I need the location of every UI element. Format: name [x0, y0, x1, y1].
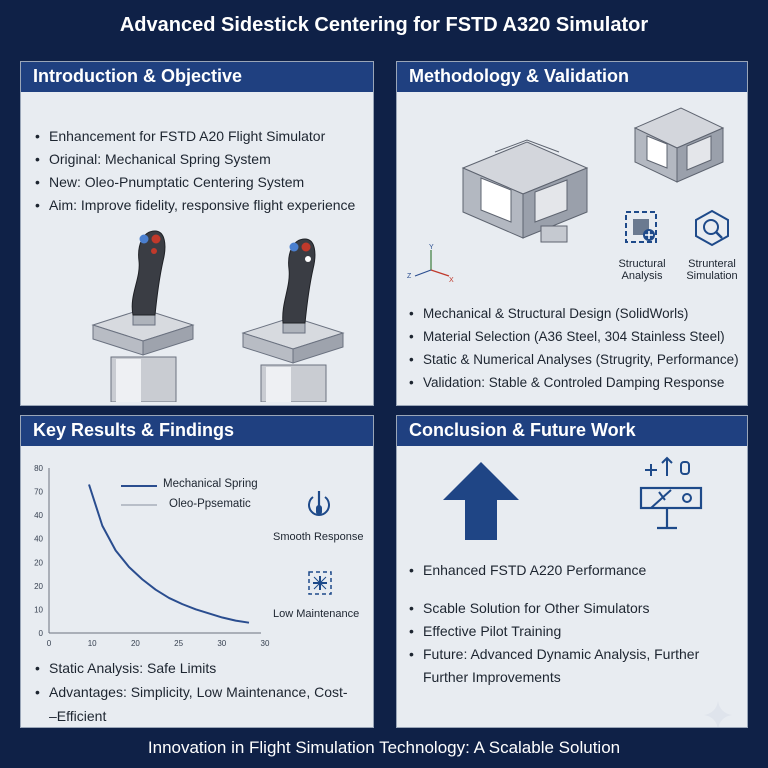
- intro-bullet: Enhancement for FSTD A20 Flight Simulato…: [35, 125, 355, 148]
- cad-assembly-image: [461, 139, 589, 243]
- y-tick-label: 40: [34, 535, 43, 544]
- y-tick-label: 20: [34, 558, 43, 567]
- x-tick-label: 30: [217, 639, 226, 648]
- results-heading: Key Results & Findings: [21, 416, 373, 446]
- y-tick-label: 40: [34, 511, 43, 520]
- sidestick-future-icon: [639, 456, 703, 530]
- y-tick-label: 70: [34, 488, 43, 497]
- intro-bullets: Enhancement for FSTD A20 Flight Simulato…: [35, 125, 355, 217]
- sidestick-right-image: [241, 238, 345, 402]
- x-tick-label: 25: [174, 639, 183, 648]
- method-bullet: Mechanical & Structural Design (SolidWor…: [409, 302, 739, 325]
- smooth-response-label: Smooth Response: [273, 531, 364, 543]
- y-tick-label: 20: [34, 582, 43, 591]
- conclusion-bullet: Enhanced FSTD A220 Performance: [409, 560, 699, 580]
- intro-bullet: Aim: Improve fidelity, responsive flight…: [35, 194, 355, 217]
- axis-triad-icon: Y X Z: [407, 244, 454, 284]
- smooth-response-icon: [308, 491, 330, 516]
- sparkle-icon: [704, 701, 732, 727]
- results-bullet: Advantages: Simplicity, Low Maintenance,…: [35, 680, 348, 727]
- chart-legend-swatches: [121, 485, 157, 506]
- conclusion-panel: Conclusion & Future Work Enhanced FSTD A…: [396, 415, 748, 728]
- x-tick-label: 20: [131, 639, 140, 648]
- results-bullet: Static Analysis: Safe Limits: [35, 658, 348, 678]
- y-tick-label: 0: [39, 629, 44, 638]
- y-tick-label: 10: [34, 605, 43, 614]
- method-bullets: Mechanical & Structural Design (SolidWor…: [409, 302, 739, 394]
- x-tick-label: 10: [88, 639, 97, 648]
- legend-label-oleo: Oleo-Ppsematic: [169, 498, 251, 510]
- intro-bullet: Original: Mechanical Spring System: [35, 148, 355, 171]
- conclusion-bullet: Future: Advanced Dynamic Analysis, Furth…: [409, 643, 699, 689]
- low-maintenance-label: Low Maintenance: [273, 608, 360, 620]
- results-chart: 80 70 40 40 20 20 10 0 0 10 20 25 30 30: [34, 464, 270, 648]
- x-tick-label: 0: [47, 639, 52, 648]
- axis-z-label: Z: [407, 273, 412, 280]
- simulation-label: Strunteral Simulation: [686, 258, 738, 282]
- sidestick-illustrations: [91, 230, 345, 402]
- intro-bullet: New: Oleo-Pnumptatic Centering System: [35, 171, 355, 194]
- conclusion-bullets: Enhanced FSTD A220 Performance Scable So…: [409, 560, 699, 689]
- structural-analysis-icon: [625, 211, 657, 243]
- low-maintenance-icon: [308, 571, 332, 595]
- method-bullet: Validation: Stable & Controled Damping R…: [409, 371, 739, 394]
- conclusion-bullet: Effective Pilot Training: [409, 620, 699, 643]
- x-tick-label: 30: [261, 639, 270, 648]
- method-bullet: Material Selection (A36 Steel, 304 Stain…: [409, 325, 739, 348]
- structural-analysis-label: Structural Analysis: [618, 258, 666, 282]
- cad-part-image: [633, 107, 725, 183]
- results-panel: Key Results & Findings 80 70 40 40 20 20 10 0 0…: [20, 415, 374, 728]
- method-heading: Methodology & Validation: [397, 62, 747, 92]
- simulation-icon: [695, 209, 729, 247]
- y-tick-label: 80: [34, 464, 43, 473]
- method-panel: Methodology & Validation Y X Z Structura…: [396, 61, 748, 406]
- conclusion-heading: Conclusion & Future Work: [397, 416, 747, 446]
- intro-heading: Introduction & Objective: [21, 62, 373, 92]
- axis-x-label: X: [449, 277, 454, 284]
- poster-footer: Innovation in Flight Simulation Technolo…: [147, 738, 621, 757]
- conclusion-bullet: Scable Solution for Other Simulators: [409, 597, 699, 620]
- axis-y-label: Y: [429, 244, 434, 251]
- up-arrow-icon: [443, 462, 519, 540]
- sidestick-left-image: [91, 230, 195, 402]
- poster-title: Advanced Sidestick Centering for FSTD A3…: [119, 14, 649, 36]
- method-bullet: Static & Numerical Analyses (Strugrity, …: [409, 348, 739, 371]
- intro-panel: Introduction & Objective Enhancement for…: [20, 61, 374, 406]
- legend-label-mechanical: Mechanical Spring: [163, 478, 258, 490]
- results-bullets: Static Analysis: Safe Limits Advantages:…: [35, 658, 348, 727]
- series-line-0: [88, 484, 250, 624]
